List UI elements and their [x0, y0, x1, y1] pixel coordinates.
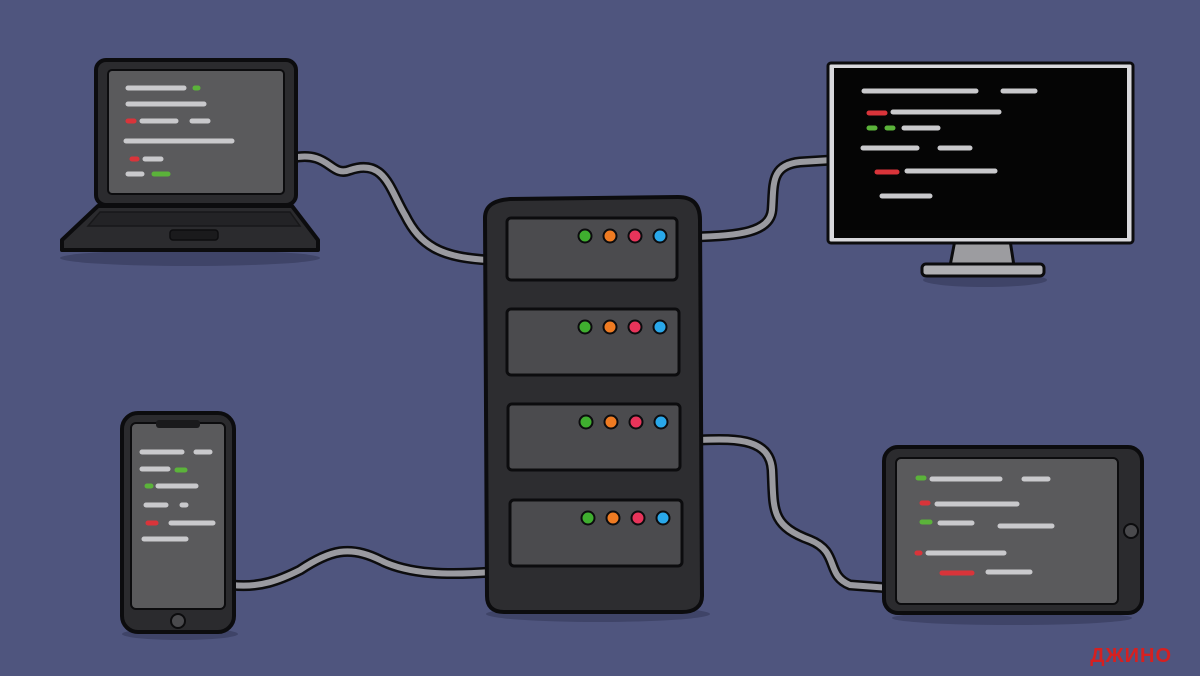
laptop-trackpad: [169, 229, 219, 241]
laptop-screen: [107, 69, 285, 195]
server-unit: [505, 216, 679, 282]
monitor-foot: [920, 262, 1046, 278]
monitor-icon: [826, 61, 1135, 287]
server-led: [630, 510, 646, 526]
cable-outline: [694, 433, 896, 594]
cable: [689, 157, 835, 240]
cable: [229, 548, 495, 589]
monitor-screen: [834, 68, 1127, 238]
phone-home-button: [170, 613, 186, 629]
server-led: [627, 319, 643, 335]
cable-outline: [286, 151, 496, 266]
server-led: [578, 414, 594, 430]
server-led: [627, 228, 643, 244]
tablet-screen: [895, 457, 1119, 605]
server-led: [652, 228, 668, 244]
server-unit: [506, 402, 682, 472]
tablet-home-button: [1123, 523, 1139, 539]
server-led: [603, 414, 619, 430]
server-unit: [508, 498, 684, 568]
cable: [697, 436, 893, 591]
server-led: [602, 319, 618, 335]
server-led: [653, 414, 669, 430]
cables: [226, 151, 896, 594]
laptop-keyboard: [86, 211, 302, 227]
phone-icon: [120, 411, 238, 640]
server-led: [652, 319, 668, 335]
server-led: [577, 319, 593, 335]
cable: [289, 153, 493, 263]
server-led: [655, 510, 671, 526]
server-led: [628, 414, 644, 430]
server-rack-icon: [482, 194, 710, 622]
server-led: [577, 228, 593, 244]
server-led: [605, 510, 621, 526]
phone-notch: [156, 420, 200, 428]
laptop-shadow: [60, 250, 320, 266]
laptop-icon: [60, 58, 320, 266]
server-unit: [505, 307, 681, 377]
brand-logo: ДЖИНО: [1090, 645, 1172, 667]
server-led: [580, 510, 596, 526]
tablet-icon: [882, 445, 1144, 625]
server-led: [602, 228, 618, 244]
